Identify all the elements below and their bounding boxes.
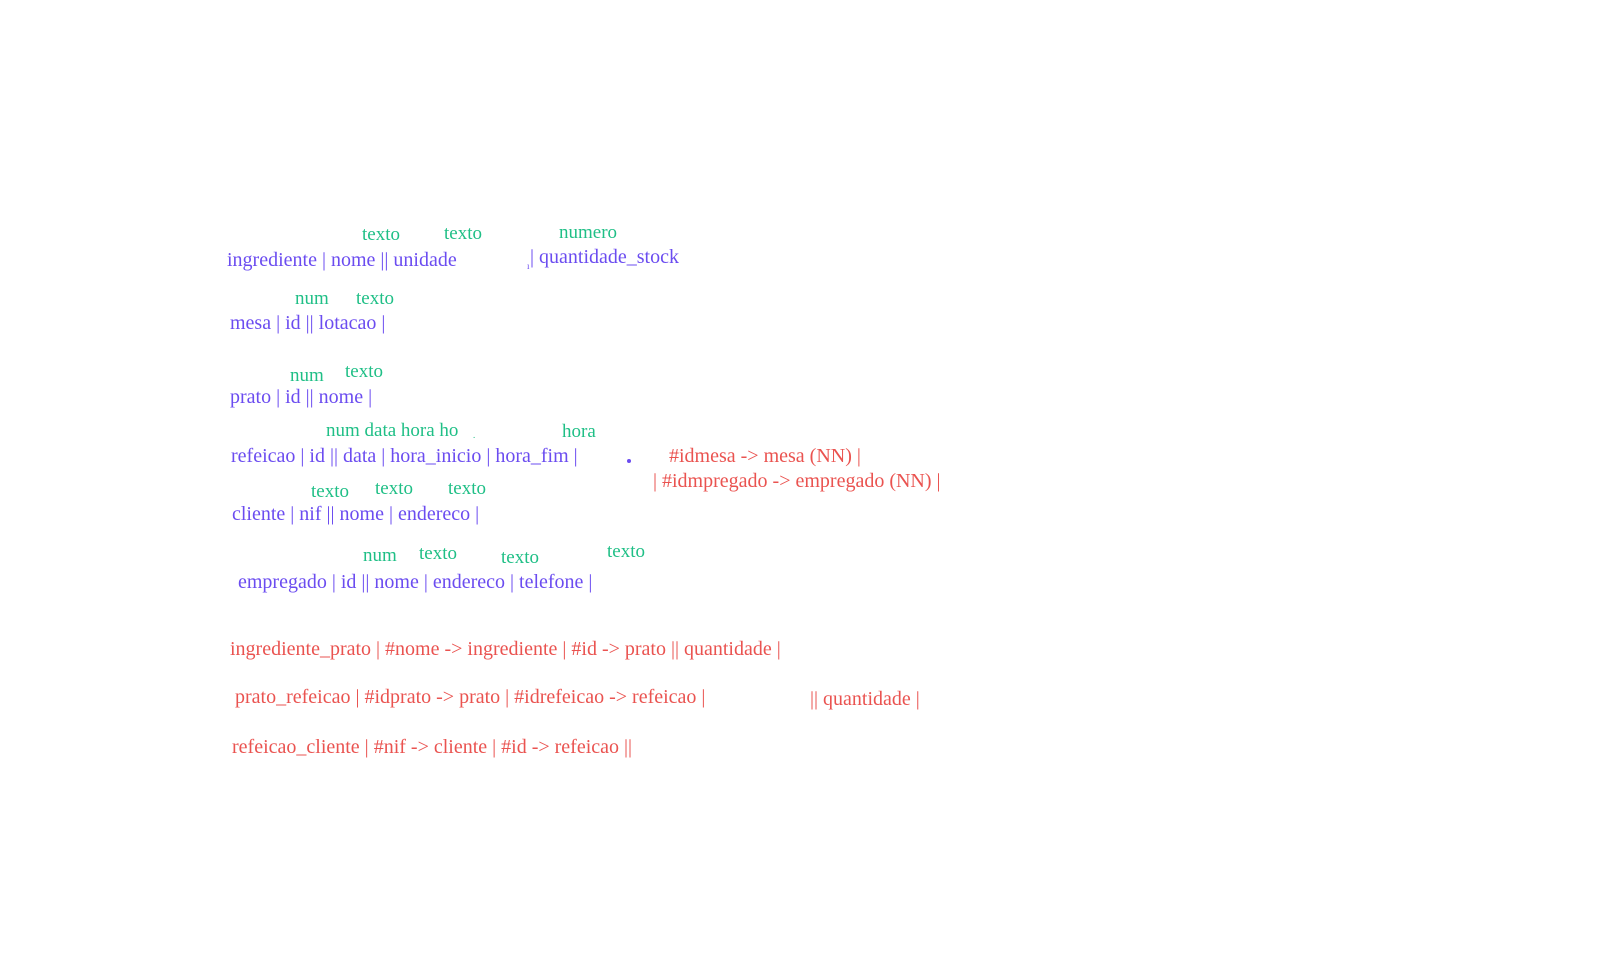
refeicao-types: num data hora ho — [326, 420, 459, 441]
refeicao-fk-empregado: | #idmpregado -> empregado (NN) | — [653, 470, 941, 492]
prato-refeicao-relation: prato_refeicao | #idprato -> prato | #id… — [235, 686, 706, 708]
cliente-nif-type: texto — [311, 481, 349, 502]
ingrediente-nome-type: texto — [362, 224, 400, 245]
cliente-relation: cliente | nif || nome | endereco | — [232, 503, 480, 525]
ingrediente-unidade-type: texto — [444, 223, 482, 244]
mesa-lotacao-type: texto — [356, 288, 394, 309]
refeicao-fk-mesa: #idmesa -> mesa (NN) | — [669, 445, 861, 467]
prato-id-type: num — [290, 365, 324, 386]
prato-refeicao-relation-tail: || quantidade | — [810, 688, 920, 710]
mesa-id-type: num — [295, 288, 329, 309]
cliente-nome-type: texto — [375, 478, 413, 499]
refeicao-types-tail: . — [473, 430, 476, 440]
empregado-nome-type: texto — [419, 543, 457, 564]
mesa-relation: mesa | id || lotacao | — [230, 312, 386, 334]
ingrediente-relation-tail: | quantidade_stock — [530, 246, 679, 268]
ingrediente-quantidade-type: numero — [559, 222, 618, 243]
refeicao-cliente-relation: refeicao_cliente | #nif -> cliente | #id… — [232, 736, 633, 758]
ingrediente-tick-mark: ı — [527, 261, 530, 271]
empregado-telefone-type: texto — [607, 541, 645, 562]
prato-relation: prato | id || nome | — [230, 386, 373, 408]
stray-dot — [627, 459, 631, 463]
refeicao-relation: refeicao | id || data | hora_inicio | ho… — [231, 445, 578, 467]
empregado-id-type: num — [363, 545, 397, 566]
empregado-relation: empregado | id || nome | endereco | tele… — [238, 571, 593, 593]
ingrediente-relation: ingrediente | nome || unidade — [227, 249, 457, 271]
empregado-endereco-type: texto — [501, 547, 539, 568]
ingrediente-prato-relation: ingrediente_prato | #nome -> ingrediente… — [230, 638, 781, 660]
refeicao-hora-fim-type: hora — [562, 421, 596, 442]
prato-nome-type: texto — [345, 361, 383, 382]
cliente-endereco-type: texto — [448, 478, 486, 499]
